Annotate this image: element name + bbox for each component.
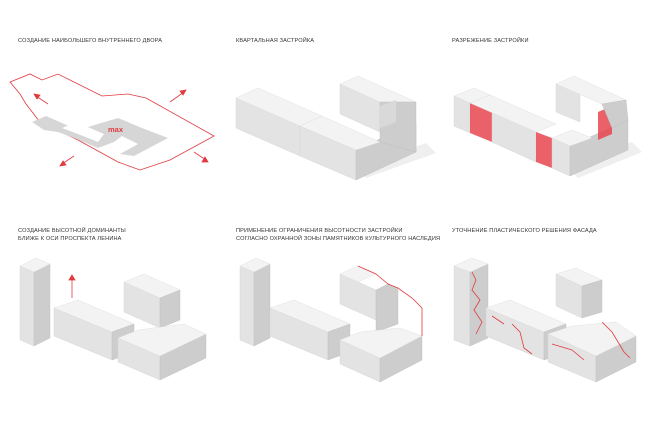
restriction-line — [357, 265, 423, 336]
caption: УТОЧНЕНИЕ ПЛАСТИЧЕСКОГО РЕШЕНИЯ ФАСАДА — [452, 228, 597, 234]
caption: ПРИМЕНЕНИЕ ОГРАНИЧЕНИЯ ВЫСОТНОСТИ ЗАСТРО… — [236, 228, 441, 242]
removed-volume — [536, 132, 552, 168]
facade-massing-diagram — [453, 257, 637, 383]
sparse-massing-diagram — [453, 75, 642, 178]
height-arrow — [68, 274, 76, 298]
removed-volume — [470, 103, 492, 142]
caption: КВАРТАЛЬНАЯ ЗАСТРОЙКА — [236, 38, 315, 44]
max-label: max — [108, 125, 124, 134]
panel-sparse-development: РАЗРЕЖЕНИЕ ЗАСТРОЙКИ — [452, 38, 650, 238]
panel-block-development: КВАРТАЛЬНАЯ ЗАСТРОЙКА — [235, 38, 446, 238]
caption: СОЗДАНИЕ ВЫСОТНОЙ ДОМИНАНТЫ БЛИЖЕ К ОСИ … — [18, 228, 126, 242]
caption: СОЗДАНИЕ НАИБОЛЬШЕГО ВНУТРЕННЕГО ДВОРА — [18, 38, 163, 44]
block-massing-diagram — [235, 75, 436, 181]
panel-facade-refinement: УТОЧНЕНИЕ ПЛАСТИЧЕСКОГО РЕШЕНИЯ ФАСАДА — [452, 228, 650, 428]
facade-articulation — [471, 271, 483, 335]
panel-high-rise-dominant: СОЗДАНИЕ ВЫСОТНОЙ ДОМИНАНТЫ БЛИЖЕ К ОСИ … — [18, 228, 228, 428]
site-boundary — [9, 73, 215, 171]
dominant-massing-diagram — [19, 257, 207, 381]
panel-largest-courtyard: СОЗДАНИЕ НАИБОЛЬШЕГО ВНУТРЕННЕГО ДВОРА m… — [9, 38, 228, 238]
expand-arrows — [33, 89, 209, 167]
panel-height-restriction: ПРИМЕНЕНИЕ ОГРАНИЧЕНИЯ ВЫСОТНОСТИ ЗАСТРО… — [236, 228, 446, 428]
tower — [19, 265, 35, 347]
courtyard-plan-diagram: max — [9, 73, 215, 171]
caption: РАЗРЕЖЕНИЕ ЗАСТРОЙКИ — [452, 38, 529, 44]
height-limit-massing-diagram — [239, 257, 423, 383]
